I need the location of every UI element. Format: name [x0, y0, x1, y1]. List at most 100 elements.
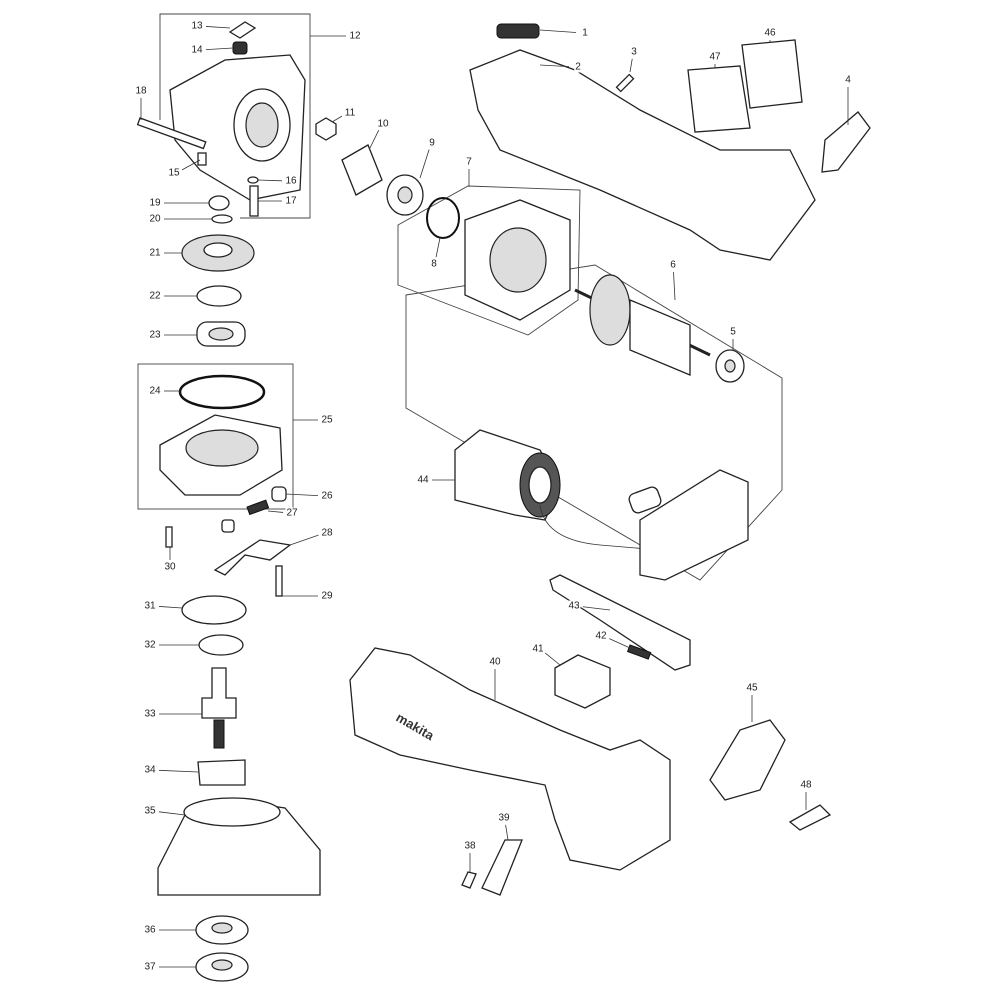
switch-41: [554, 654, 611, 709]
part-label-36: 36: [143, 924, 157, 936]
part-label-10: 10: [376, 118, 390, 130]
part-label-2: 2: [574, 61, 582, 73]
part-label-19: 19: [148, 197, 162, 209]
label-47: [687, 65, 751, 133]
housing-cover-40: [349, 647, 671, 871]
part-label-40: 40: [488, 656, 502, 668]
armature-6: [574, 274, 711, 376]
part-label-28: 28: [320, 527, 334, 539]
leader-line-26: [285, 493, 319, 497]
leader-line-13: [205, 26, 231, 29]
leader-line-1: [539, 29, 577, 33]
part-label-24: 24: [148, 385, 162, 397]
spindle-33: [201, 667, 237, 719]
switch-button-1: [496, 23, 540, 39]
leader-line-6: [673, 271, 676, 301]
leader-line-43: [582, 606, 611, 611]
part-label-27: 27: [285, 507, 299, 519]
part-label-20: 20: [148, 213, 162, 225]
nut-11: [315, 117, 337, 141]
controller: [639, 469, 749, 581]
assembly-box-armature: [405, 264, 783, 581]
part-label-46: 46: [763, 27, 777, 39]
screw-3: [615, 73, 635, 93]
leader-line-42: [609, 638, 631, 649]
part-label-3: 3: [630, 46, 638, 58]
o-ring-24: [178, 374, 266, 410]
part-label-25: 25: [320, 414, 334, 426]
part-label-7: 7: [465, 156, 473, 168]
assembly-box-25: [137, 363, 294, 510]
label-48: [788, 804, 832, 831]
leader-line-35: [158, 811, 186, 816]
part-label-37: 37: [143, 961, 157, 973]
lock-lever-28: [213, 539, 292, 576]
part-label-18: 18: [134, 85, 148, 97]
cover-39: [481, 839, 523, 896]
leader-line-2: [539, 64, 570, 68]
assembly-box-7: [397, 185, 581, 336]
part-label-45: 45: [745, 682, 759, 694]
spring-42: [626, 644, 652, 660]
leader-line-34: [158, 769, 199, 773]
part-label-48: 48: [799, 779, 813, 791]
part-label-9: 9: [428, 137, 436, 149]
part-label-41: 41: [531, 643, 545, 655]
leader-line-8: [435, 237, 441, 258]
label-46: [741, 39, 803, 109]
part-label-39: 39: [497, 812, 511, 824]
part-label-44: 44: [416, 474, 430, 486]
part-label-16: 16: [284, 175, 298, 187]
part-label-34: 34: [143, 764, 157, 776]
label-38: [461, 871, 477, 889]
leader-line-10: [369, 129, 380, 149]
part-label-12: 12: [348, 30, 362, 42]
part-label-13: 13: [190, 20, 204, 32]
part-label-17: 17: [284, 195, 298, 207]
part-label-5: 5: [729, 326, 737, 338]
o-ring-8: [426, 197, 460, 239]
leader-line-28: [289, 534, 319, 546]
nut-34: [197, 759, 246, 786]
part-label-22: 22: [148, 290, 162, 302]
pin-17: [249, 185, 259, 217]
retaining-ring-32: [198, 634, 244, 656]
leader-line-39: [505, 824, 509, 841]
part-label-23: 23: [148, 329, 162, 341]
leader-line-14: [205, 47, 234, 51]
part-label-33: 33: [143, 708, 157, 720]
leader-line-31: [158, 606, 183, 609]
bearing-19: [208, 195, 230, 211]
part-label-6: 6: [669, 259, 677, 271]
ring-31: [181, 595, 247, 625]
motor-housing-2: [469, 49, 816, 261]
part-label-29: 29: [320, 590, 334, 602]
cover-4: [821, 111, 871, 173]
ring-20: [211, 214, 233, 224]
retaining-ring-22: [196, 285, 242, 307]
leader-line-27: [267, 510, 284, 513]
leader-line-41: [545, 652, 561, 666]
terminal-45: [709, 719, 786, 801]
part-label-21: 21: [148, 247, 162, 259]
part-label-26: 26: [320, 490, 334, 502]
part-label-14: 14: [190, 44, 204, 56]
part-label-1: 1: [581, 27, 589, 39]
part-label-31: 31: [143, 600, 157, 612]
leader-line-15: [181, 159, 201, 171]
part-label-38: 38: [463, 840, 477, 852]
part-label-43: 43: [567, 600, 581, 612]
leader-line-11: [331, 115, 343, 123]
part-label-15: 15: [167, 167, 181, 179]
part-label-42: 42: [594, 630, 608, 642]
switch-lever-43: [549, 574, 691, 671]
leader-line-16: [257, 179, 283, 182]
leader-line-3: [629, 58, 633, 73]
bolt-18: [136, 117, 207, 150]
part-label-8: 8: [430, 258, 438, 270]
leader-lines: [140, 26, 849, 968]
part-label-35: 35: [143, 805, 157, 817]
part-label-4: 4: [844, 74, 852, 86]
